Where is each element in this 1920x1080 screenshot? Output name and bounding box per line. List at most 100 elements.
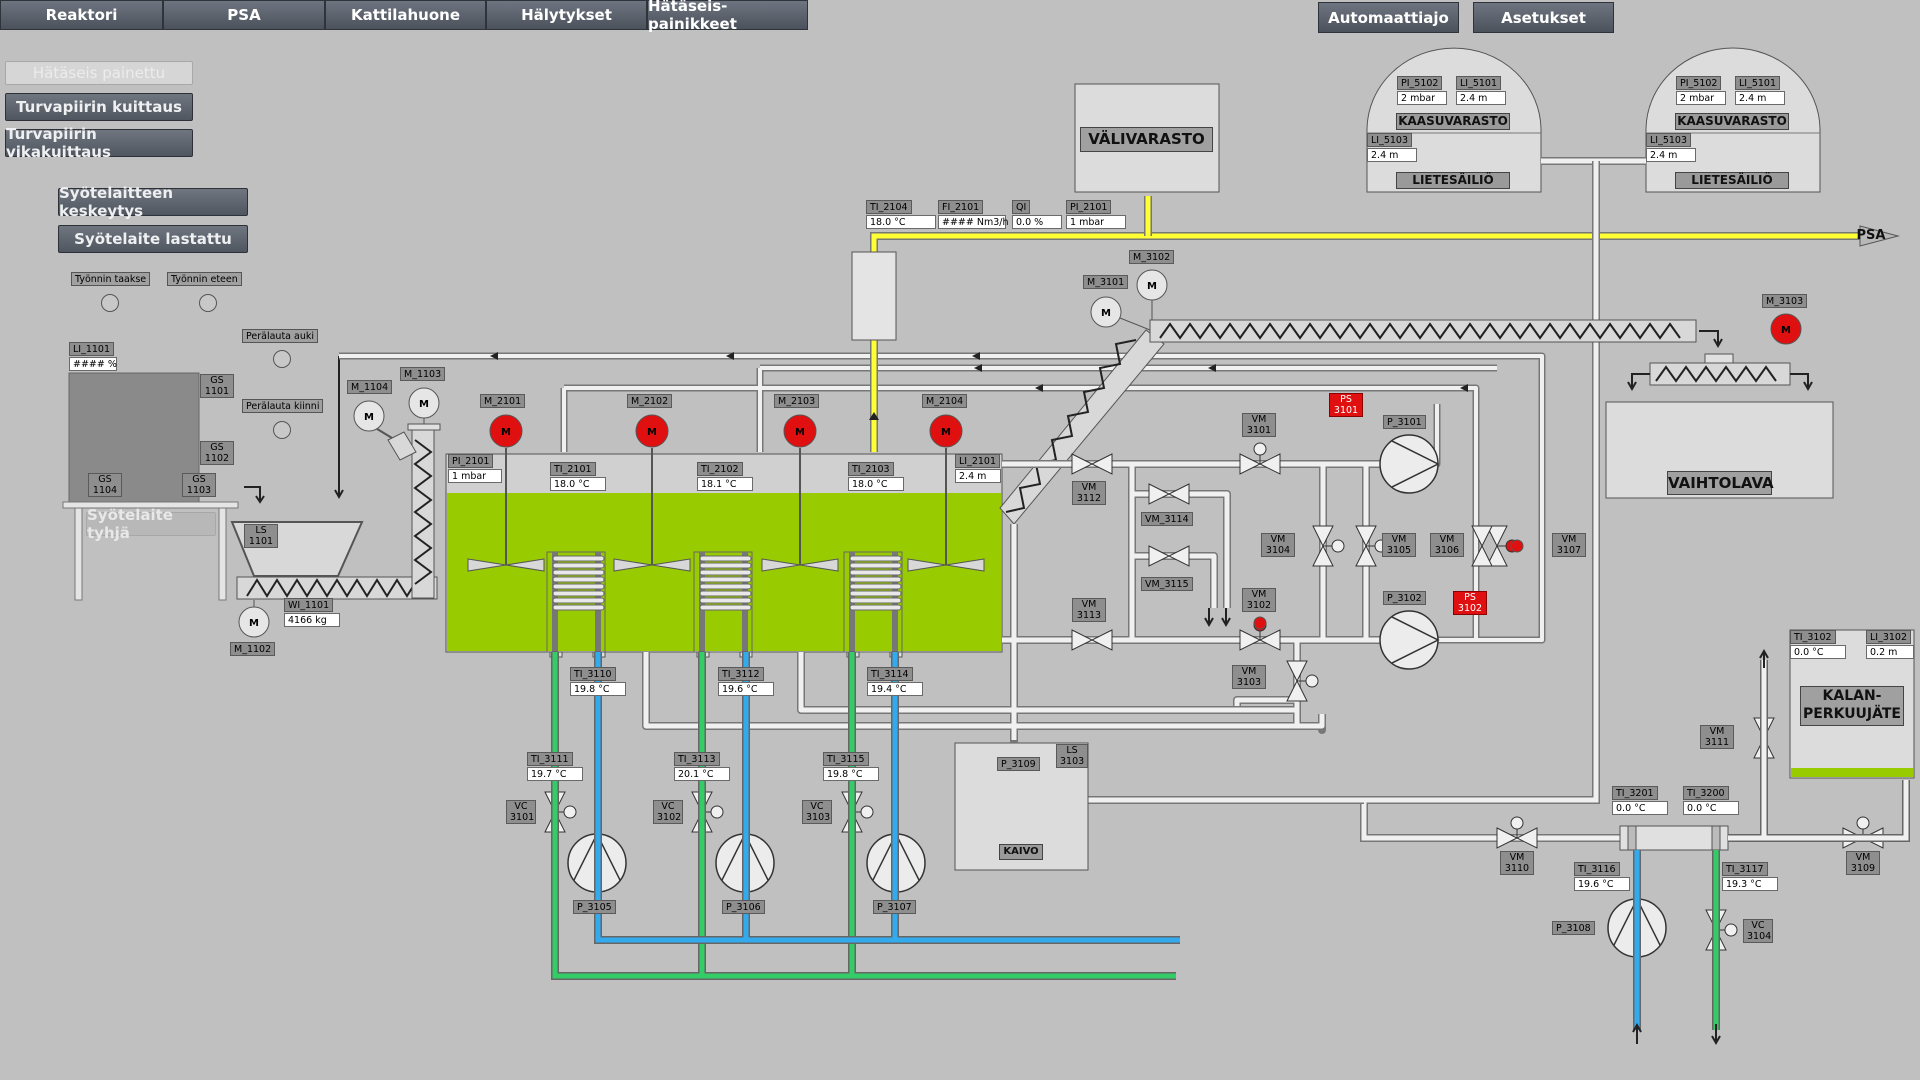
fish-li3102-tag: LI_3102 — [1866, 630, 1912, 644]
settings-button[interactable]: Asetukset — [1473, 2, 1614, 33]
p3101-tag: P_3101 — [1383, 415, 1426, 429]
vm3112-tag: VM 3112 — [1072, 481, 1106, 505]
ti2101-value: 18.0 °C — [550, 477, 606, 491]
svg-text:M: M — [364, 412, 374, 423]
gas-pipe — [870, 196, 1860, 452]
wi1101-tag: WI_1101 — [284, 598, 334, 612]
valve-vc3102[interactable] — [691, 791, 724, 833]
pump-p3102[interactable] — [1379, 610, 1440, 670]
valve-vc3101[interactable] — [544, 791, 577, 833]
tab-psa[interactable]: PSA — [163, 0, 325, 30]
valve-vm3101[interactable] — [1239, 442, 1281, 475]
heat-coil-3 — [843, 551, 903, 658]
vm3109-tag: VM 3109 — [1846, 851, 1880, 875]
ti3115-tag: TI_3115 — [823, 752, 869, 766]
gs1101-tag: GS 1101 — [200, 374, 234, 398]
valve-vm3110[interactable] — [1496, 816, 1538, 849]
motor-m1104-symbol[interactable]: M — [353, 400, 385, 432]
valve-vm3106[interactable] — [1471, 525, 1493, 567]
pump-symbols[interactable] — [567, 434, 1667, 958]
motor-m3101-symbol[interactable]: M — [1090, 296, 1151, 331]
estop-pressed-indicator: Hätäseis painettu — [5, 61, 193, 85]
tank2-gas-label: KAASUVARASTO — [1675, 113, 1789, 130]
ti3110-value: 19.8 °C — [570, 682, 626, 696]
vc3102-tag: VC 3102 — [653, 800, 683, 824]
tank1-li5101-tag: LI_5101 — [1456, 76, 1502, 90]
gs1102-tag: GS 1102 — [200, 441, 234, 465]
safety-circuit-fault-ack-button[interactable]: Turvapiirin vikakuittaus — [5, 125, 193, 161]
vm3104-tag: VM 3104 — [1261, 533, 1295, 557]
valve-vc3104[interactable] — [1705, 909, 1738, 951]
agitator-3 — [761, 448, 839, 572]
svg-text:M: M — [1147, 281, 1157, 292]
feeder-interrupt-button[interactable]: Syötelaitteen keskeytys — [58, 184, 248, 220]
ps3101-tag: PS 3101 — [1329, 393, 1363, 417]
motor-m1103-symbol[interactable]: M — [408, 387, 440, 424]
ti3111-value: 19.7 °C — [527, 767, 583, 781]
motor-m2104-symbol[interactable]: M — [929, 414, 963, 448]
tab-reaktori[interactable]: Reaktori — [0, 0, 163, 30]
motor-m2101-symbol[interactable]: M — [489, 414, 523, 448]
ti3110-tag: TI_3110 — [570, 667, 616, 681]
pi2101-gas-tag: PI_2101 — [1066, 200, 1112, 214]
qi-tag: QI — [1012, 200, 1031, 214]
motor-m2102-symbol[interactable]: M — [635, 414, 669, 448]
valve-vm3103[interactable] — [1286, 660, 1319, 702]
ti3116-tag: TI_3116 — [1574, 862, 1620, 876]
valve-vm3114[interactable] — [1148, 483, 1190, 505]
vm3114-tag: VM_3114 — [1141, 512, 1193, 526]
incline-screw-conveyor — [999, 329, 1165, 525]
motor-m3103-symbol[interactable]: M — [1770, 313, 1802, 345]
tab-halytykset[interactable]: Hälytykset — [486, 0, 647, 30]
valve-vm3109[interactable] — [1842, 816, 1884, 849]
reactor-pi2101-tag: PI_2101 — [448, 454, 494, 468]
motor-symbol-label: M — [795, 427, 805, 438]
psa-label: PSA — [1856, 228, 1886, 243]
m1102-tag: M_1102 — [230, 642, 276, 656]
tab-hataseis-painikkeet[interactable]: Hätäseis-painikkeet — [647, 0, 808, 33]
ti3114-tag: TI_3114 — [867, 667, 913, 681]
ti3113-value: 20.1 °C — [674, 767, 730, 781]
gs1103-tag: GS 1103 — [182, 473, 216, 497]
tailgate-open-label: Perälauta auki — [242, 329, 318, 343]
fi2101-tag: FI_2101 — [938, 200, 984, 214]
svg-text:M: M — [249, 618, 259, 629]
ti3112-value: 19.6 °C — [718, 682, 774, 696]
kaivo-label: KAIVO — [999, 844, 1043, 860]
motor-m2103-symbol[interactable]: M — [783, 414, 817, 448]
push-back-label: Työnnin taakse — [71, 272, 151, 286]
conveyor-arrows — [1627, 330, 1813, 392]
ti3114-value: 19.4 °C — [867, 682, 923, 696]
safety-circuit-ack-button[interactable]: Turvapiirin kuittaus — [5, 93, 193, 121]
valve-vm3105[interactable] — [1355, 525, 1388, 567]
valve-vc3103[interactable] — [841, 791, 874, 833]
m3103-tag: M_3103 — [1762, 294, 1808, 308]
feeder-loaded-button[interactable]: Syötelaite lastattu — [58, 225, 248, 253]
psa-arrow — [1859, 225, 1900, 247]
tank2-pi5102-value: 2 mbar — [1676, 91, 1726, 105]
tab-kattilahuone[interactable]: Kattilahuone — [325, 0, 486, 30]
m2103-tag: M_2103 — [774, 394, 820, 408]
fi2101-value: #### Nm3/h — [938, 215, 1009, 229]
vm3115-tag: VM_3115 — [1141, 577, 1193, 591]
valve-vm3113[interactable] — [1071, 629, 1113, 651]
motor-m1102-symbol[interactable]: M — [238, 600, 270, 638]
p3107-tag: P_3107 — [873, 900, 916, 914]
motor-m3102-symbol[interactable]: M — [1136, 269, 1168, 320]
agitator-1 — [467, 448, 545, 572]
push-back-indicator — [101, 294, 119, 312]
pump-p3101[interactable] — [1379, 434, 1440, 494]
ti2102-tag: TI_2102 — [697, 462, 743, 476]
storage-pipes — [1085, 157, 1646, 842]
push-forward-indicator — [199, 294, 217, 312]
tailgate-closed-label: Perälauta kiinni — [242, 399, 324, 413]
valve-vm3112[interactable] — [1071, 453, 1113, 475]
vm3113-tag: VM 3113 — [1072, 598, 1106, 622]
automatic-mode-button[interactable]: Automaattiajo — [1318, 2, 1459, 33]
valve-vm3104[interactable] — [1312, 525, 1345, 567]
tank1-li5101-value: 2.4 m — [1456, 91, 1506, 105]
ti3112-tag: TI_3112 — [718, 667, 764, 681]
m1104-tag: M_1104 — [347, 380, 393, 394]
valve-vm3115[interactable] — [1148, 545, 1190, 567]
agitator-4 — [907, 448, 985, 572]
